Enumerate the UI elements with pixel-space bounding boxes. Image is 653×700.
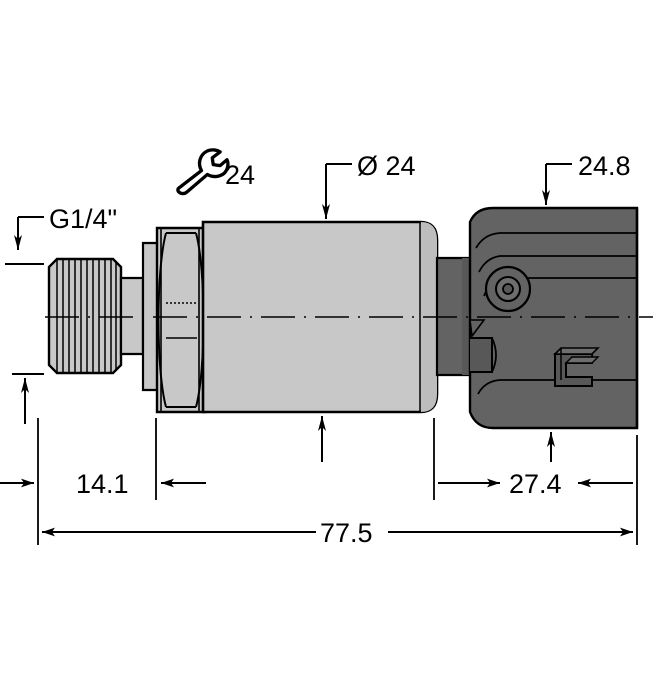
hex-outline (155, 226, 207, 414)
connector-notch (470, 337, 493, 373)
dim-27-4: 27.4 (438, 469, 633, 499)
connector-height-label: 24.8 (578, 151, 631, 181)
wrench-glyph (176, 148, 230, 196)
thread-bottom-pointer (12, 373, 44, 424)
thread-outline (47, 257, 123, 375)
hex-nut (155, 226, 207, 414)
bracket-slot-bevel-inner (564, 356, 600, 364)
thread-label-leader (5, 216, 44, 265)
bracket-slot (553, 347, 600, 387)
dim-77-5: 77.5 (42, 518, 633, 548)
hex-chamfer-left (157, 232, 167, 408)
dim-77-5-label: 77.5 (320, 518, 373, 548)
connector-outline (468, 206, 639, 430)
connector-notch-chamfer (469, 319, 486, 339)
thread-lines (56, 259, 117, 373)
part-geometry (45, 206, 653, 430)
connector-housing (468, 206, 639, 430)
screw-inner-circle (502, 283, 514, 295)
diameter-label: Ø 24 (357, 151, 416, 181)
dim-14-1: 14.1 (0, 469, 206, 499)
bracket-slot-bevel-top (553, 347, 600, 355)
wrench-size-label: 24 (225, 160, 255, 190)
dim-27-4-label: 27.4 (509, 469, 562, 499)
diameter-label-leader (322, 163, 352, 219)
wrench-icon (176, 148, 230, 196)
extension-lines (37, 418, 638, 545)
annotations: G1/4" 24 Ø 24 24.8 (0, 148, 638, 548)
thread-label: G1/4" (49, 204, 117, 234)
connector-notch-arc (491, 337, 497, 373)
dim-14-1-label: 14.1 (76, 469, 129, 499)
connector-height-leader (542, 163, 572, 205)
thread-collar (119, 276, 145, 356)
threaded-stem (47, 257, 145, 375)
screw-detail (484, 265, 532, 313)
